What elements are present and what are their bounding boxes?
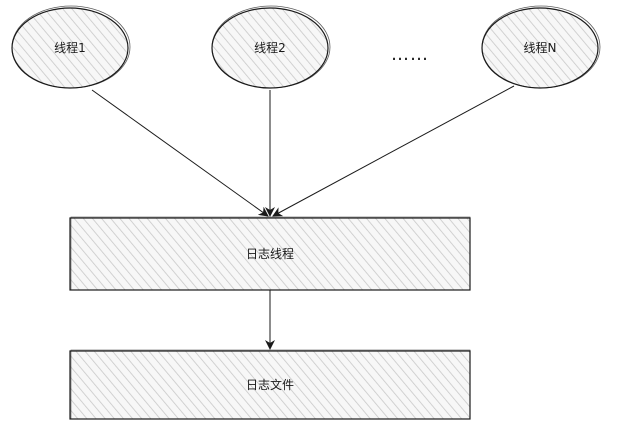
log-file-label: 日志文件 xyxy=(246,377,294,392)
thread-n-node[interactable]: 线程N xyxy=(481,5,601,89)
log-thread-node[interactable]: 日志线程 xyxy=(69,216,471,291)
log-file-node[interactable]: 日志文件 xyxy=(69,349,471,420)
thread-2-label: 线程2 xyxy=(254,40,286,55)
ellipsis-text: …… xyxy=(391,44,429,65)
arrow-thread-1-to-log-thread xyxy=(91,89,269,217)
arrow-thread-n-to-log-thread xyxy=(272,85,515,217)
thread-2-node[interactable]: 线程2 xyxy=(211,5,331,89)
thread-1-label: 线程1 xyxy=(54,40,86,55)
thread-n-label: 线程N xyxy=(524,40,557,55)
thread-1-node[interactable]: 线程1 xyxy=(11,5,131,89)
log-thread-label: 日志线程 xyxy=(246,246,294,261)
